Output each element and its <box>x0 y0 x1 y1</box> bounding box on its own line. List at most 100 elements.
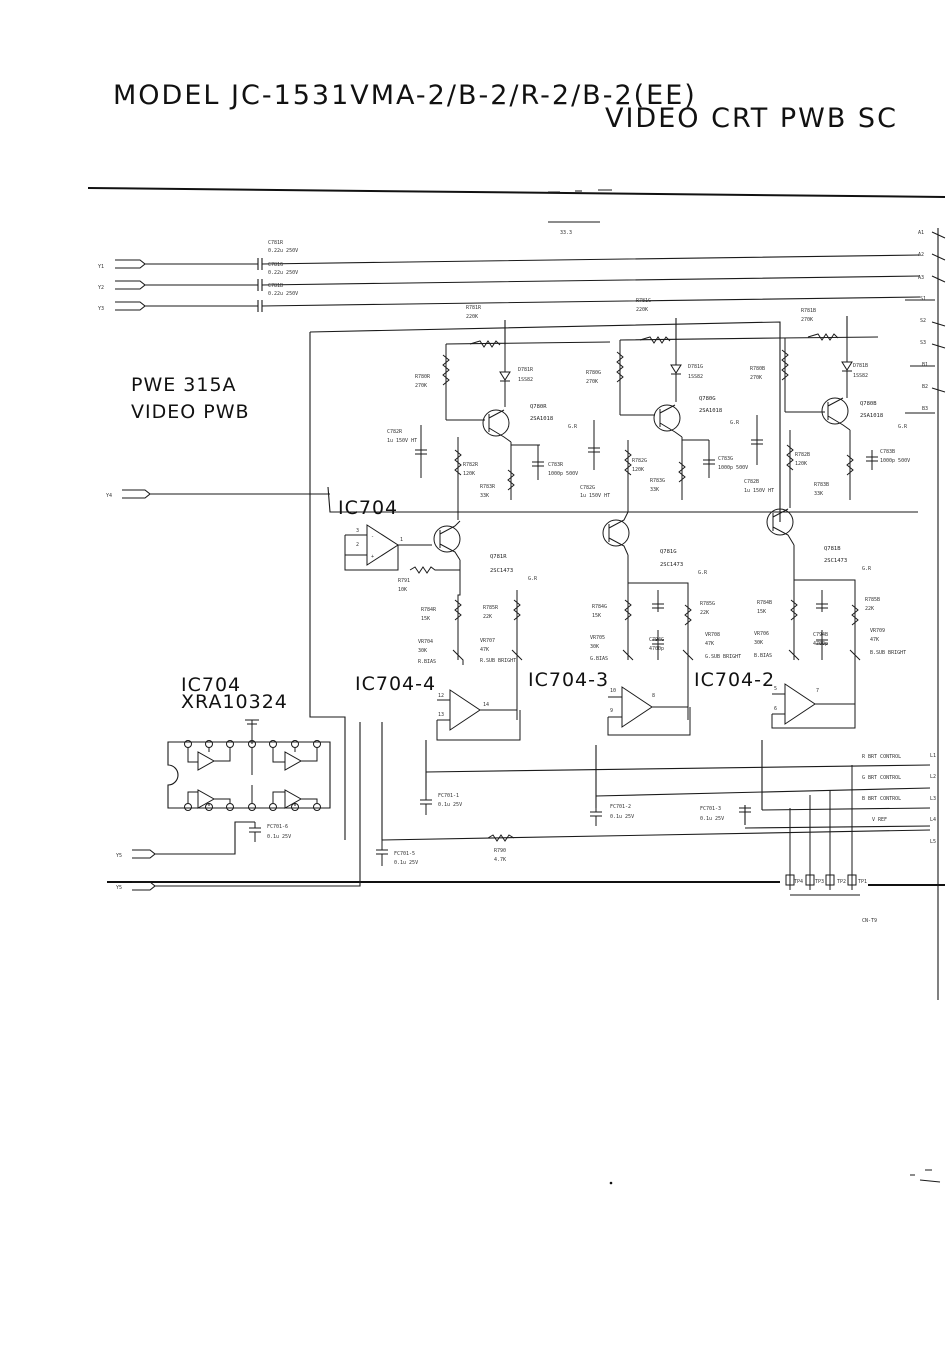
c783b-val: 1000p 500V <box>880 458 910 464</box>
c783g-val: 1000p 500V <box>718 465 748 471</box>
c782r-val: 1u 150V HT <box>387 438 417 444</box>
connector-y1 <box>115 259 146 269</box>
vr707-val: 47K <box>480 647 489 653</box>
conn-l5: L5 <box>930 839 936 845</box>
stage-q781b: Q781B 2SC1473 G.R R784B 15K R785B 22K VR… <box>754 508 906 725</box>
vr706-ref: VR706 <box>754 631 769 637</box>
r780r-ref: R780R <box>415 374 431 380</box>
c783g-ref: C783G <box>718 456 733 462</box>
ic704-2-amp: IC704-2 5 6 7 <box>694 669 856 729</box>
c783b-ref: C783B <box>880 449 895 455</box>
stage-q780g: D781G 1SS82 R781G 220K R780G 270K Q780G … <box>580 298 748 512</box>
ic704-4-pin13: 13 <box>438 712 444 718</box>
connector-label-y4: Y4 <box>106 493 112 499</box>
stray-marks-2 <box>910 1169 941 1183</box>
r785g-val: 22K <box>700 610 709 616</box>
q781g-ref: Q781G <box>660 549 677 555</box>
tp3-label: TP3 <box>815 879 824 885</box>
input-connectors: Y1 Y2 Y3 Y4 Y5 Y5 <box>98 259 156 891</box>
ic704-4-pin12: 12 <box>438 693 444 699</box>
r782g-val: 120K <box>632 467 644 473</box>
c781b-val: 0.22u 250V <box>268 291 298 297</box>
conn-s2: S2 <box>920 318 926 324</box>
r784r-val: 15K <box>421 616 430 622</box>
vr704-label: R.BIAS <box>418 659 436 665</box>
ic704-2-pin6: 6 <box>774 706 777 712</box>
ic704-3-label: IC704-3 <box>528 669 609 691</box>
svg-text:-: - <box>371 534 374 540</box>
conn-b3: B3 <box>922 406 928 412</box>
r784g-val: 15K <box>592 613 601 619</box>
c781g-val: 0.22u 250V <box>268 270 298 276</box>
ctrl-v-ref: V REF <box>872 817 887 823</box>
coupling-lines <box>145 254 921 312</box>
fc701-2-val: 0.1u 25V <box>610 814 634 820</box>
stage-q780r: D781R 1SS82 R781R 220K R780R 270K Q780R … <box>387 305 578 520</box>
d781r-type: 1SS82 <box>518 377 533 383</box>
stage-q781r: Q781R 2SC1473 G.R R784R 15K R785R 22K VR… <box>418 520 538 720</box>
c781g-ref: C781G <box>268 262 283 268</box>
vr704-val: 30K <box>418 648 427 654</box>
q780r-ref: Q780R <box>530 404 547 410</box>
ic-pinout-part: XRA10324 <box>181 691 288 713</box>
ic704-3-pin9: 9 <box>610 708 613 714</box>
vr704-ref: VR704 <box>418 639 433 645</box>
ic704-pin2: 2 <box>356 542 359 548</box>
conn-a1: A1 <box>918 230 924 236</box>
q781b-gain: G.R <box>862 566 872 572</box>
r783r-ref: R783R <box>480 484 496 490</box>
connector-label-y5a: Y5 <box>116 853 122 859</box>
ic-pinout-name: IC704 <box>181 674 241 696</box>
ic704-pin3: 3 <box>356 528 359 534</box>
q781r-gain: G.R <box>528 576 538 582</box>
vr705-label: G.BIAS <box>590 656 608 662</box>
c794b-val: 4700p <box>813 641 828 647</box>
connector-label-y1: Y1 <box>98 264 104 270</box>
model-title: MODEL JC-1531VMA-2/B-2/R-2/B-2(EE) <box>113 80 697 111</box>
c782b-val: 1u 150V HT <box>744 488 774 494</box>
header-marks <box>548 189 612 223</box>
r785r-val: 22K <box>483 614 492 620</box>
vr709-label: B.SUB BRIGHT <box>870 650 906 656</box>
r781r-ref: R781R <box>466 305 482 311</box>
vr709-val: 47K <box>870 637 879 643</box>
fc701-2-ref: FC701-2 <box>610 804 631 810</box>
connector-y5b <box>132 881 156 891</box>
ic704-4-pin14: 14 <box>483 702 489 708</box>
ic704-2-pin5: 5 <box>774 686 777 692</box>
vr708-val: 47K <box>705 641 714 647</box>
c781r-val: 0.22u 250V <box>268 248 298 254</box>
vr705-ref: VR705 <box>590 635 605 641</box>
r785b-ref: R785B <box>865 597 880 603</box>
connector-label-y3: Y3 <box>98 306 104 312</box>
board-name: PWE 315A <box>131 374 237 396</box>
conn-l4: L4 <box>930 817 936 823</box>
board-title: VIDEO CRT PWB SC <box>605 103 898 134</box>
stray-mark <box>609 1181 613 1185</box>
ic704-2-pin7: 7 <box>816 688 819 694</box>
q781g-gain: G.R <box>698 570 708 576</box>
r781r-val: 220K <box>466 314 478 320</box>
q780g-type: 2SA1018 <box>699 408 722 414</box>
fc701-6-val: 0.1u 25V <box>267 834 291 840</box>
fc701-3-val: 0.1u 25V <box>700 816 724 822</box>
header-note: 33.3 <box>560 230 572 236</box>
q780b-type: 2SA1018 <box>860 413 883 419</box>
q781r-type: 2SC1473 <box>490 568 513 574</box>
ic704-2-label: IC704-2 <box>694 669 775 691</box>
r780g-val: 270K <box>586 379 598 385</box>
r783b-ref: R783B <box>814 482 829 488</box>
r782r-ref: R782R <box>463 462 479 468</box>
conn-a2: A2 <box>918 252 924 258</box>
c782g-val: 1u 150V HT <box>580 493 610 499</box>
connector-y4 <box>122 489 151 499</box>
c783r-val: 1000p 500V <box>548 471 578 477</box>
q781b-ref: Q781B <box>824 546 841 552</box>
ic704-amp: IC704 - + 3 2 1 R791 10K <box>338 497 460 593</box>
vr706-label: B.BIAS <box>754 653 772 659</box>
r782g-ref: R782G <box>632 458 647 464</box>
r784b-val: 15K <box>757 609 766 615</box>
fc701-1-ref: FC701-1 <box>438 793 459 799</box>
d781b-type: 1SS82 <box>853 373 868 379</box>
